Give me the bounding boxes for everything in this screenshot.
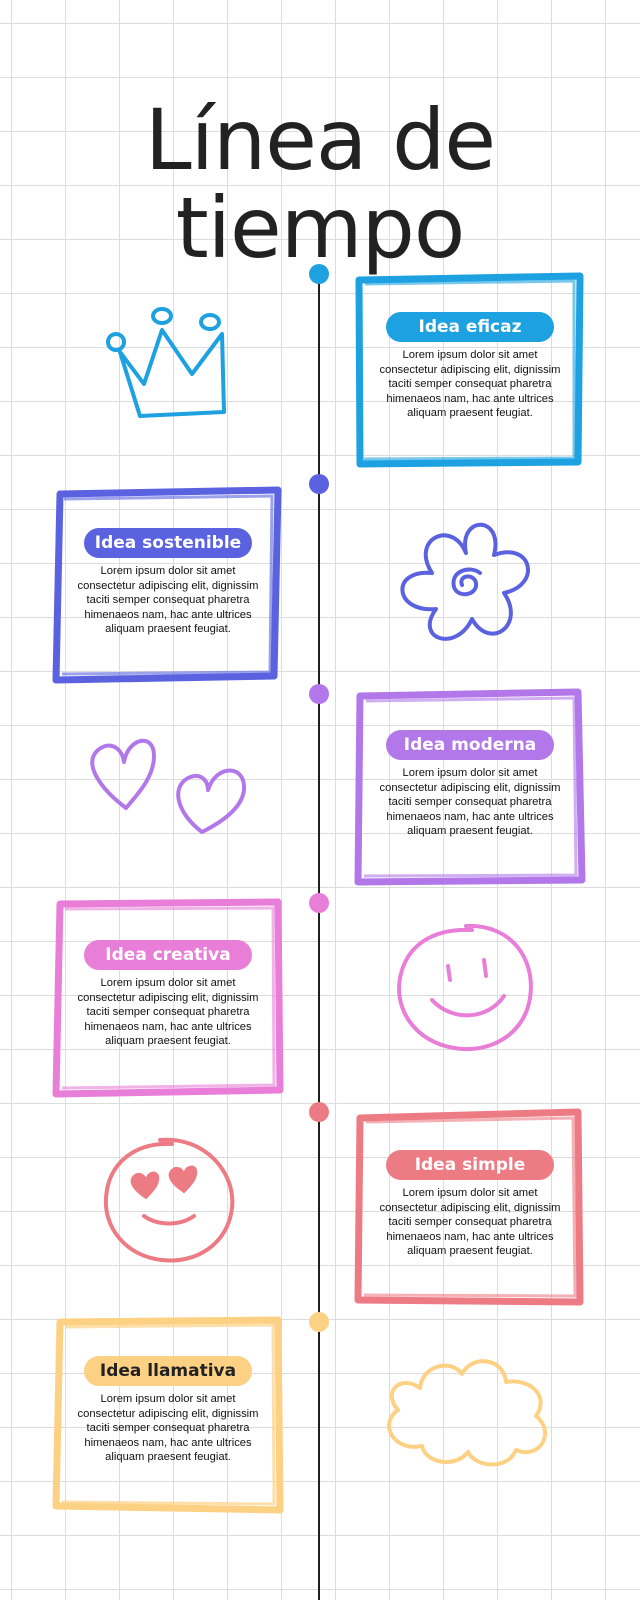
title-line-2: tiempo <box>175 179 466 278</box>
card-description: Lorem ipsum dolor sit amet consectetur a… <box>77 565 259 636</box>
card-title-pill: Idea eficaz <box>386 312 554 342</box>
timeline-dot-4 <box>309 893 329 913</box>
timeline-card-2: Idea sostenible Lorem ipsum dolor sit am… <box>52 486 282 684</box>
timeline-card-3: Idea moderna Lorem ipsum dolor sit amet … <box>354 688 586 886</box>
timeline-dot-2 <box>309 474 329 494</box>
card-frame-outline <box>52 486 282 684</box>
card-frame-outline <box>52 1316 284 1514</box>
card-title-pill: Idea sostenible <box>84 528 252 558</box>
card-description: Lorem ipsum dolor sit amet consectetur a… <box>379 767 561 838</box>
timeline-card-6: Idea llamativa Lorem ipsum dolor sit ame… <box>52 1316 284 1514</box>
timeline-card-5: Idea simple Lorem ipsum dolor sit amet c… <box>354 1108 584 1306</box>
card-title-pill: Idea simple <box>386 1150 554 1180</box>
timeline-dot-1 <box>309 264 329 284</box>
card-title-pill: Idea llamativa <box>84 1356 252 1386</box>
card-description: Lorem ipsum dolor sit amet consectetur a… <box>379 349 561 420</box>
page-title: Línea de tiempo <box>0 96 640 272</box>
crown-icon <box>106 307 226 418</box>
card-description: Lorem ipsum dolor sit amet consectetur a… <box>77 1393 259 1464</box>
card-title-pill: Idea moderna <box>386 730 554 760</box>
card-description: Lorem ipsum dolor sit amet consectetur a… <box>77 977 259 1048</box>
card-frame-outline <box>355 272 584 468</box>
heart-eyes-face-icon <box>103 1137 235 1263</box>
card-description: Lorem ipsum dolor sit amet consectetur a… <box>379 1187 561 1258</box>
timeline-card-1: Idea eficaz Lorem ipsum dolor sit amet c… <box>355 272 584 468</box>
hearts-icon <box>90 738 247 834</box>
card-frame-outline <box>354 1108 584 1306</box>
cloud-icon <box>387 1359 548 1467</box>
timeline-dot-6 <box>309 1312 329 1332</box>
timeline-axis <box>318 272 320 1600</box>
timeline-dot-3 <box>309 684 329 704</box>
timeline-card-4: Idea creativa Lorem ipsum dolor sit amet… <box>52 898 284 1098</box>
card-frame-outline <box>52 898 284 1098</box>
card-frame-outline <box>354 688 586 886</box>
smiley-icon <box>397 923 533 1052</box>
timeline-dot-5 <box>309 1102 329 1122</box>
card-title-pill: Idea creativa <box>84 940 252 970</box>
title-line-1: Línea de <box>144 91 496 190</box>
flower-icon <box>400 522 530 641</box>
